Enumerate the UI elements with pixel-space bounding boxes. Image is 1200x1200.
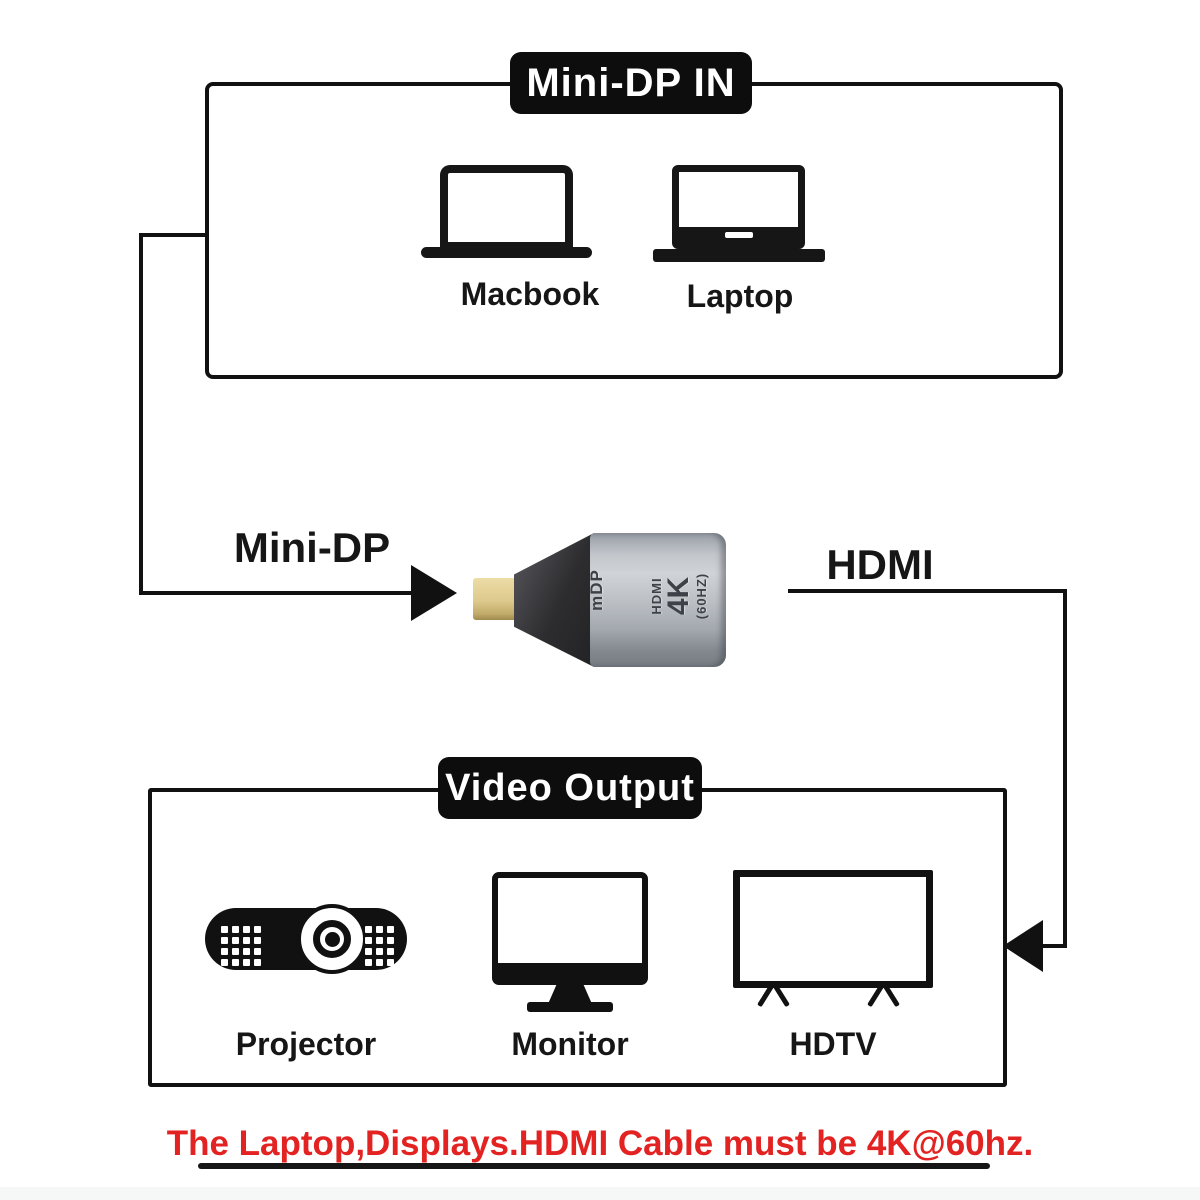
input-group-title-badge: Mini-DP IN bbox=[510, 52, 752, 114]
projector-lens bbox=[297, 904, 367, 974]
input-group-title: Mini-DP IN bbox=[526, 60, 736, 105]
input-connector-line-vertical bbox=[139, 233, 143, 595]
arrow-right-icon bbox=[411, 565, 457, 621]
adapter-spec-marking: HDMI 4K (60HZ) bbox=[649, 572, 709, 620]
laptop-label: Laptop bbox=[686, 278, 794, 314]
input-connector-line-bottom bbox=[139, 591, 413, 595]
mini-dp-connection-label: Mini-DP bbox=[233, 524, 391, 571]
projector-icon bbox=[205, 903, 407, 975]
bottom-edge-band bbox=[0, 1187, 1200, 1200]
arrow-left-icon bbox=[1003, 920, 1043, 972]
output-connector-line-vertical bbox=[1063, 589, 1067, 948]
input-group-box bbox=[205, 82, 1063, 379]
adapter-body bbox=[590, 533, 726, 667]
monitor-label: Monitor bbox=[511, 1026, 629, 1062]
hdtv-label: HDTV bbox=[789, 1026, 877, 1062]
macbook-label: Macbook bbox=[460, 276, 600, 312]
footnote-underline bbox=[198, 1163, 990, 1169]
output-connector-line-top bbox=[788, 589, 1067, 593]
output-group-title: Video Output bbox=[445, 766, 695, 809]
adapter-port-marking: mDP bbox=[587, 569, 606, 611]
output-connector-line-bottom bbox=[1036, 944, 1067, 948]
hdmi-connection-label: HDMI bbox=[826, 541, 934, 588]
output-group-title-badge: Video Output bbox=[438, 757, 702, 819]
hdtv-icon bbox=[733, 870, 933, 1012]
footnote-text: The Laptop,Displays.HDMI Cable must be 4… bbox=[166, 1124, 1034, 1163]
projector-label: Projector bbox=[235, 1026, 377, 1062]
monitor-icon bbox=[492, 872, 648, 1022]
input-connector-line-top bbox=[139, 233, 207, 237]
gold-mini-dp-plug bbox=[473, 578, 519, 620]
